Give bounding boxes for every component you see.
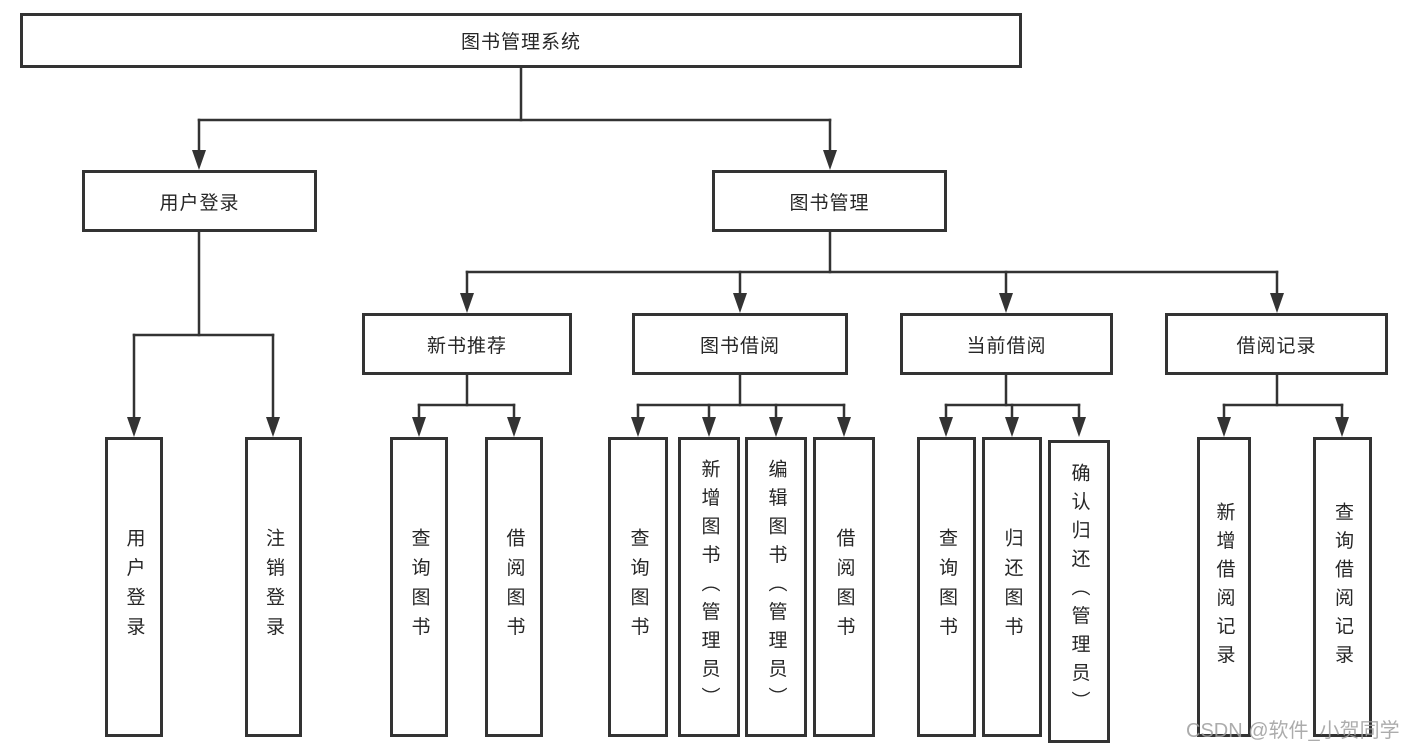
- leaf-user-login-label: 用户登录: [123, 528, 145, 646]
- leaf-query-books-borrowing: 查询图书: [608, 437, 668, 737]
- leaf-add-books-admin-label: 新增图书（管理员）: [698, 458, 720, 716]
- node-root-label: 图书管理系统: [460, 32, 581, 53]
- node-new-book-recommend-label: 新书推荐: [426, 335, 507, 357]
- leaf-query-borrow-record-label: 查询借阅记录: [1332, 501, 1353, 673]
- node-user-login-label: 用户登录: [159, 192, 240, 214]
- csdn-watermark: CSDN @软件_小贺同学: [1186, 720, 1400, 742]
- node-current-borrowing-label: 当前借阅: [966, 335, 1047, 357]
- node-book-management: 图书管理: [712, 170, 947, 232]
- leaf-add-borrow-record: 新增借阅记录: [1197, 437, 1251, 737]
- leaf-borrow-books-borrowing: 借阅图书: [813, 437, 875, 737]
- leaf-query-borrow-record: 查询借阅记录: [1313, 437, 1372, 737]
- node-borrow-records: 借阅记录: [1165, 313, 1388, 375]
- node-root: 图书管理系统: [20, 13, 1022, 68]
- leaf-edit-books-admin: 编辑图书（管理员）: [745, 437, 807, 737]
- node-book-borrowing: 图书借阅: [632, 313, 848, 375]
- leaf-edit-books-admin-label: 编辑图书（管理员）: [765, 458, 787, 716]
- leaf-query-books-newrec: 查询图书: [390, 437, 448, 737]
- leaf-logout: 注销登录: [245, 437, 302, 737]
- leaf-query-books-current-label: 查询图书: [936, 528, 957, 646]
- node-borrow-records-label: 借阅记录: [1236, 335, 1317, 357]
- leaf-borrow-books-newrec-label: 借阅图书: [503, 528, 525, 646]
- leaf-query-books-borrowing-label: 查询图书: [627, 528, 649, 646]
- leaf-logout-label: 注销登录: [263, 528, 284, 646]
- leaf-return-books: 归还图书: [982, 437, 1042, 737]
- node-user-login: 用户登录: [82, 170, 317, 232]
- leaf-return-books-label: 归还图书: [1001, 528, 1023, 646]
- leaf-query-books-current: 查询图书: [917, 437, 976, 737]
- leaf-borrow-books-newrec: 借阅图书: [485, 437, 543, 737]
- leaf-confirm-return-admin: 确认归还（管理员）: [1048, 440, 1110, 743]
- leaf-add-books-admin: 新增图书（管理员）: [678, 437, 740, 737]
- leaf-query-books-newrec-label: 查询图书: [408, 528, 430, 646]
- node-book-management-label: 图书管理: [789, 192, 870, 214]
- leaf-borrow-books-borrowing-label: 借阅图书: [833, 528, 855, 646]
- leaf-user-login: 用户登录: [105, 437, 163, 737]
- node-current-borrowing: 当前借阅: [900, 313, 1113, 375]
- leaf-add-borrow-record-label: 新增借阅记录: [1213, 501, 1235, 673]
- node-book-borrowing-label: 图书借阅: [699, 335, 780, 357]
- node-new-book-recommend: 新书推荐: [362, 313, 572, 375]
- leaf-confirm-return-admin-label: 确认归还（管理员）: [1068, 463, 1090, 720]
